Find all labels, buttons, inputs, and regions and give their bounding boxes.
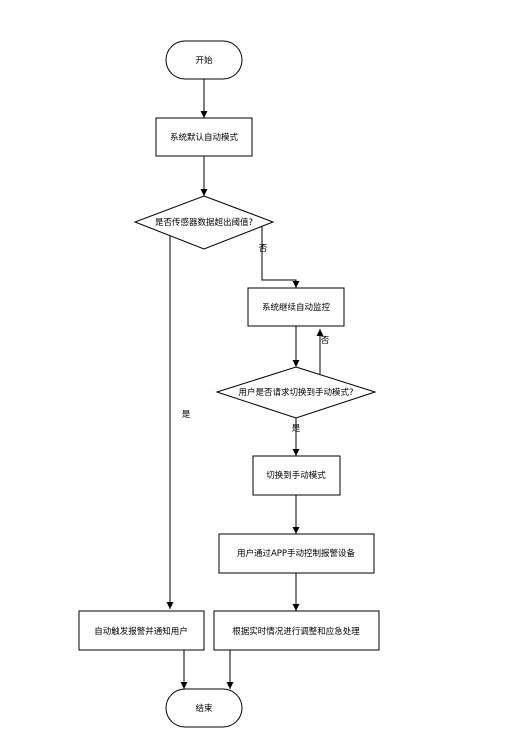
node-app-control-label: 用户通过APP手动控制报警设备 [237,548,356,559]
node-default-auto: 系统默认自动模式 [155,117,253,157]
node-auto-alarm: 自动触发报警并通知用户 [78,610,205,651]
node-switch-manual: 切换到手动模式 [252,455,341,496]
node-handle-situation-label: 根据实时情况进行调整和应急处理 [232,626,360,637]
node-app-control: 用户通过APP手动控制报警设备 [218,533,375,574]
node-continue-monitor: 系统继续自动监控 [247,287,345,327]
edge-label-sensor-yes: 是 [182,410,191,420]
node-start-label: 开始 [195,55,213,66]
node-handle-situation: 根据实时情况进行调整和应急处理 [213,610,380,651]
node-sensor-decision-label: 是否传感器数据超出阈值? [155,217,253,228]
node-sensor-decision: 是否传感器数据超出阈值? [133,195,275,250]
node-default-auto-label: 系统默认自动模式 [170,132,239,143]
node-switch-manual-label: 切换到手动模式 [266,470,326,481]
edge-sensor-no [261,222,300,288]
node-continue-monitor-label: 系统继续自动监控 [262,302,331,313]
node-manual-decision-label: 用户是否请求切换到手动模式? [238,387,353,398]
node-auto-alarm-label: 自动触发报警并通知用户 [94,626,188,637]
edge-label-manual-no: 否 [321,336,330,346]
node-end-label: 结束 [195,703,213,714]
node-end: 结束 [165,688,243,728]
node-manual-decision: 用户是否请求切换到手动模式? [215,366,377,419]
edge-label-manual-yes: 是 [292,424,301,434]
node-start: 开始 [165,40,243,80]
edge-label-sensor-no: 否 [259,244,268,254]
